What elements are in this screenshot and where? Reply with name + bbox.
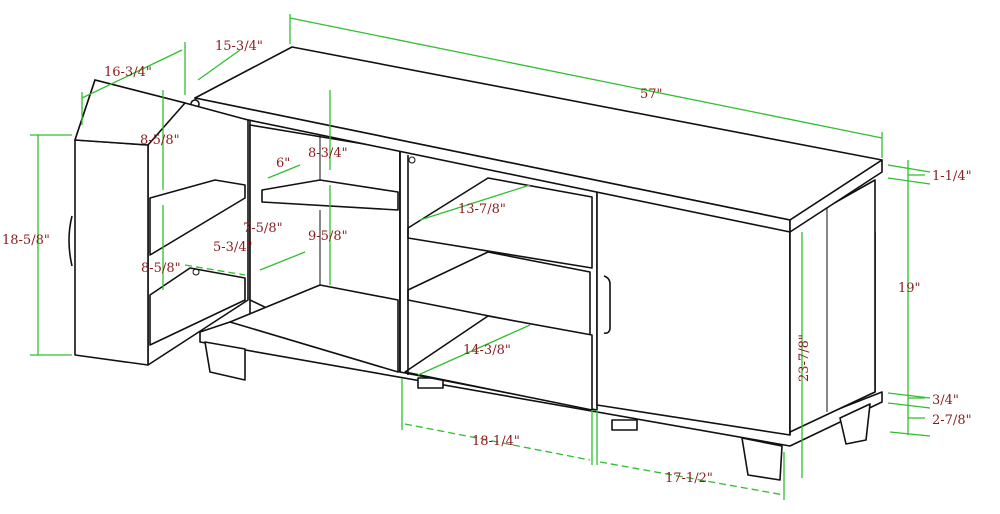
label-top-depth: 15-3/4"	[215, 39, 263, 54]
tv-stand-drawing	[68, 46, 883, 481]
label-center-width: 18-1/4"	[472, 434, 520, 449]
label-leg-height: 2-7/8"	[932, 413, 972, 428]
open-door-edge	[74, 79, 186, 146]
label-left-shelf-depth-lower: 7-5/8"	[243, 221, 283, 236]
top-side-edge	[789, 159, 883, 233]
left-bottom	[229, 284, 399, 373]
dimension-labels: 16-3/4" 15-3/4" 57" 8-5/8" 8-5/8" 18-5/8…	[2, 39, 972, 486]
label-door-depth: 16-3/4"	[104, 65, 152, 80]
label-left-upper-height: 8-3/4"	[308, 146, 348, 161]
label-top-thickness: 1-1/4"	[932, 169, 972, 184]
label-door-lower-shelf: 8-5/8"	[141, 261, 181, 276]
door-shelf-lower	[149, 267, 246, 346]
center-bottom	[404, 315, 593, 411]
label-left-shelf-depth-upper: 6"	[276, 156, 290, 171]
dimension-lines	[30, 14, 931, 500]
label-center-shelf-depth: 13-7/8"	[458, 202, 506, 217]
label-overall-height: 23-7/8"	[797, 334, 812, 382]
label-interior-height: 19"	[898, 281, 921, 296]
label-door-shelf-depth: 5-3/4"	[213, 240, 253, 255]
door-handle-left	[68, 215, 73, 267]
leg-mid-2	[611, 419, 638, 431]
leg-front-right	[741, 437, 783, 481]
open-door-front	[74, 139, 149, 366]
door-shelf-upper	[149, 179, 246, 256]
cabinet-door	[596, 191, 791, 436]
leg-front-left	[204, 341, 246, 381]
label-cabinet-width: 17-1/2"	[665, 471, 713, 486]
leg-back-right	[839, 403, 871, 445]
label-left-lower-height: 9-5/8"	[308, 229, 348, 244]
label-door-upper-shelf: 8-5/8"	[140, 133, 180, 148]
door-handle	[603, 275, 611, 334]
label-base-thickness: 3/4"	[932, 393, 959, 408]
label-center-bottom-depth: 14-3/8"	[463, 343, 511, 358]
label-overall-width: 57"	[640, 87, 663, 102]
cabinet-side	[789, 179, 876, 433]
label-door-height: 18-5/8"	[2, 233, 50, 248]
